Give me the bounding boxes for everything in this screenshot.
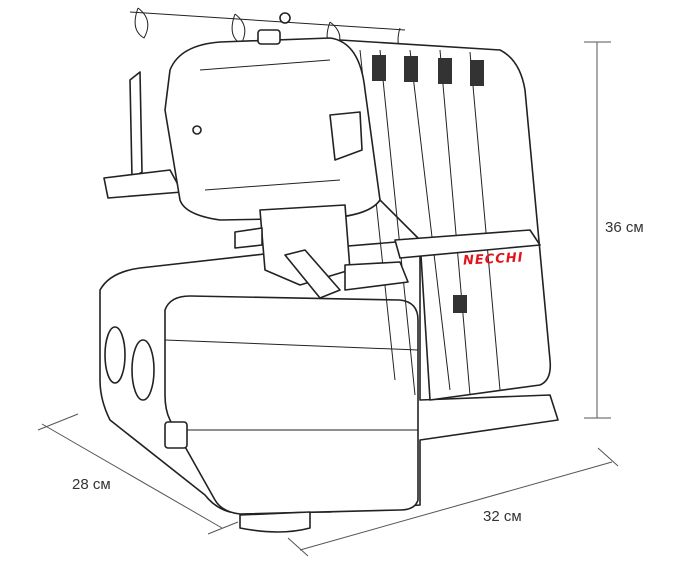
brand-logo: NECCHI — [462, 250, 524, 269]
knob — [257, 29, 281, 45]
depth-label: 28 см — [72, 476, 111, 493]
front-cover — [164, 295, 419, 515]
switch — [164, 421, 188, 449]
foot — [239, 511, 311, 533]
handwheel-dial — [104, 326, 126, 384]
stitch-dial — [131, 339, 155, 401]
depth-dimension-line — [37, 413, 239, 535]
height-dimension-line — [584, 41, 611, 419]
tension-dials — [372, 55, 484, 313]
height-label: 36 см — [605, 219, 644, 236]
width-label: 32 см — [483, 508, 522, 525]
width-dimension-line — [287, 447, 619, 557]
looper-cover — [164, 37, 381, 221]
machine-body — [339, 39, 552, 401]
